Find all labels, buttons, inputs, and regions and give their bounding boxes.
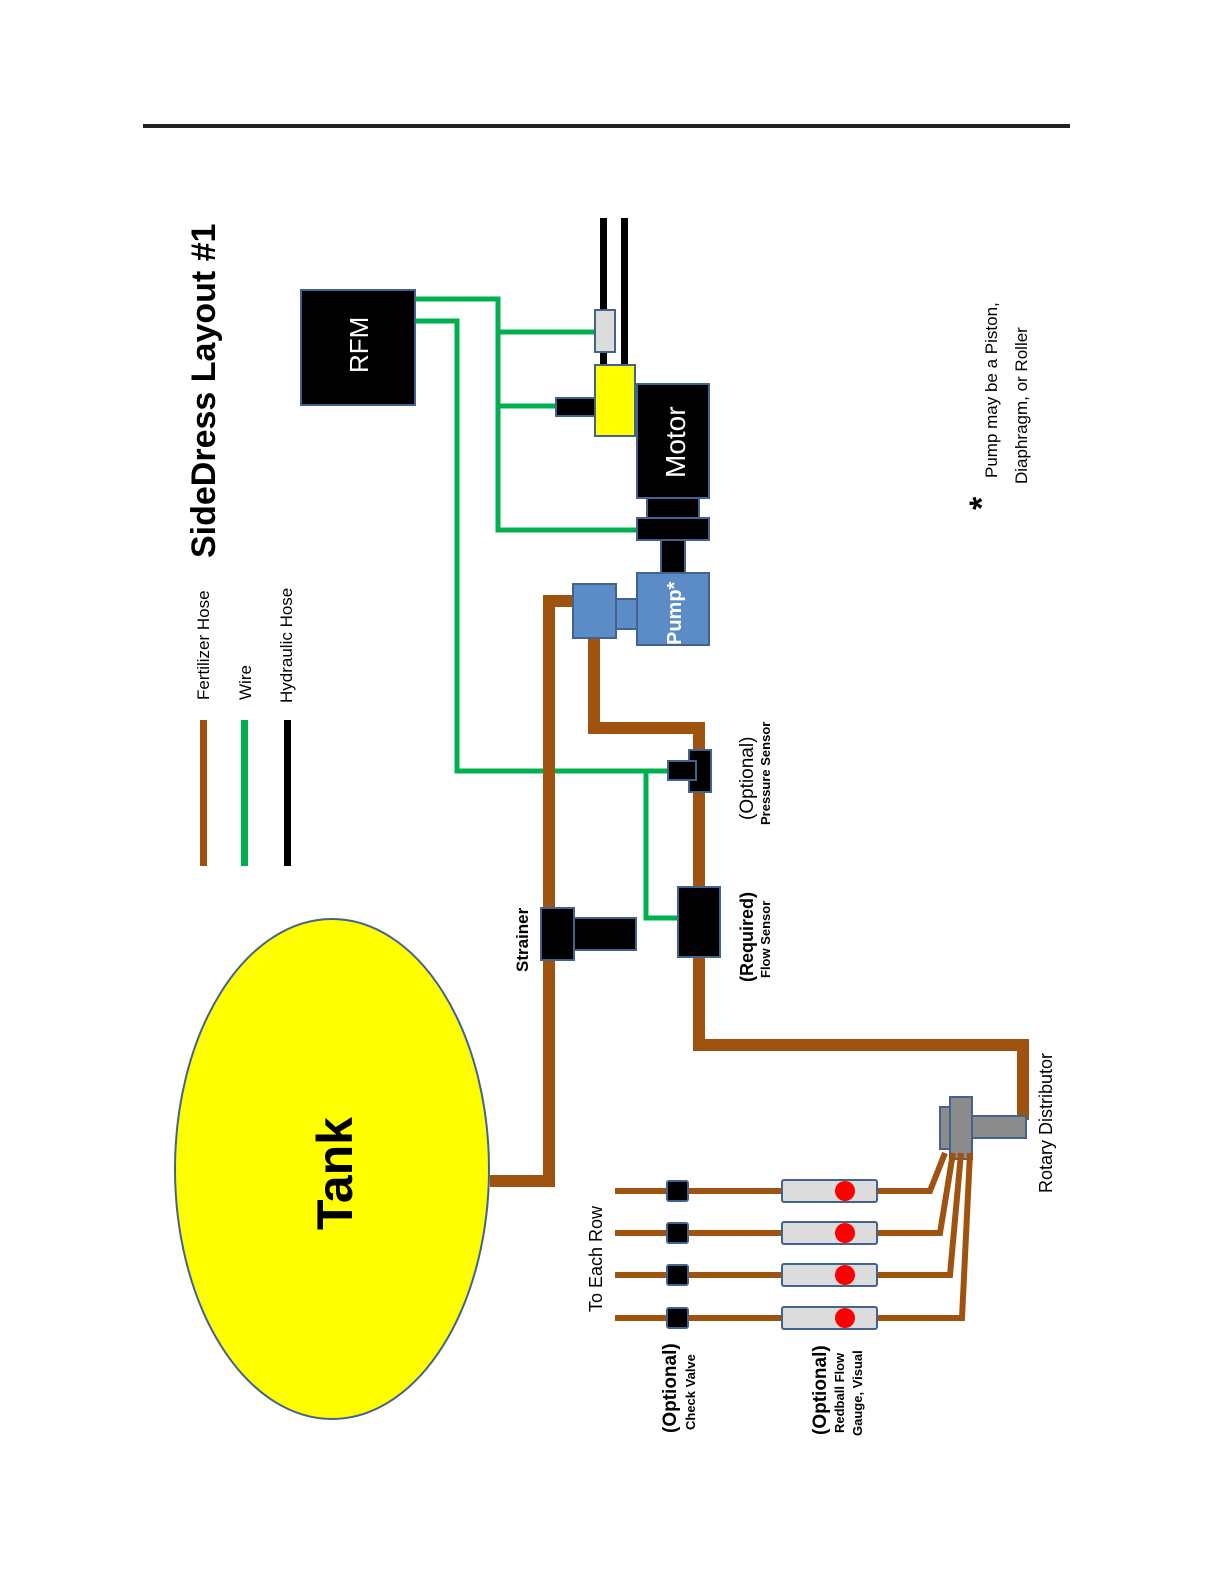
motor-box [636,383,710,499]
flow-sensor-qualifier: (Required) [737,892,757,982]
hydraulic-hose [600,218,607,368]
motor-shaft [660,539,686,574]
strainer: Strainer [513,907,637,972]
tank-shape [174,918,490,1420]
rfm-label: RFM [344,317,374,373]
motor-coupler [646,497,700,519]
pressure-sensor-name: Pressure Sensor [758,722,773,825]
flow-sensor-name: Flow Sensor [758,901,773,978]
hydraulic-valve [594,309,616,353]
distributor-inlet [969,1115,1027,1139]
footnote: * Pump may be a Piston, Diaphragm, or Ro… [963,302,1031,510]
check-valve [666,1222,689,1244]
row-hose [615,1152,964,1278]
hydraulic-hoses [600,218,628,368]
fertilizer-hoses [490,595,1029,1187]
footnote-line2: Diaphragm, or Roller [1012,327,1031,484]
redball-line1: Redball Flow [832,1352,847,1433]
legend-hydraulic-swatch [284,720,291,866]
solenoid-connector [555,397,597,417]
legend-wire-label: Wire [236,665,255,700]
wire-rfm-to-sensors [416,318,670,774]
wire-to-flow-sensor [643,771,680,921]
redball-indicator [835,1265,855,1285]
control-valve [594,364,636,437]
row-hose [615,1151,948,1194]
wires [416,296,680,921]
flow-sensor: (Required) Flow Sensor [677,886,773,982]
pressure-sensor: (Optional) Pressure Sensor [667,722,773,825]
pressure-sensor-connector [667,760,697,781]
footnote-line1: Pump may be a Piston, [982,302,1001,478]
legend-hydraulic-label: Hydraulic Hose [277,588,296,703]
flow-sensor-body [677,886,721,958]
pump-inlet-housing [572,583,617,639]
check-valve [666,1180,689,1202]
distributor-body [949,1096,973,1160]
pump-neck [615,598,638,630]
redball-line2: Gauge, Visual [850,1350,865,1436]
strainer-label: Strainer [513,907,532,972]
redball-gauge [781,1263,878,1287]
rfm-module: RFM [300,289,416,406]
row-hose [615,1152,973,1321]
legend-wire-swatch [241,720,248,866]
legend: Fertilizer Hose Wire Hydraulic Hose [194,588,296,866]
footnote-asterisk: * [963,496,1001,510]
pressure-sensor-qualifier: (Optional) [737,737,758,820]
row-outlets [615,1151,973,1330]
redball-gauge [781,1221,878,1245]
check-valve [666,1264,689,1286]
pump-label: Pump* [664,581,686,645]
pump-body [636,572,710,646]
tank: Tank [174,918,490,1420]
redball-gauge [781,1306,878,1330]
to-each-row-label: To Each Row [586,1205,606,1312]
redball-indicator [835,1223,855,1243]
wire-rfm-to-motor [416,296,640,533]
rfm-box [300,289,416,406]
check-valve-qualifier: (Optional) [660,1343,681,1433]
pump: Pump* [572,572,710,646]
strainer-body [540,907,575,961]
check-valve-name: Check Valve [683,1354,698,1430]
hydraulic-hose [621,218,628,368]
legend-fertilizer-swatch [200,720,207,866]
motor-label: Motor [660,406,691,478]
redball-qualifier: (Optional) [810,1345,831,1435]
speed-sensor [636,517,710,541]
hose-pump-to-distributor [588,635,1029,1120]
redball-indicator [835,1308,855,1328]
redball-gauge [781,1179,878,1203]
tank-label: Tank [307,1117,363,1230]
hose-tank-to-pump [490,595,575,1187]
diagram-title: SideDress Layout #1 [185,224,223,558]
rotary-distributor-label: Rotary Distributor [1036,1053,1056,1193]
row-hose [615,1152,956,1236]
top-rule [143,124,1070,128]
strainer-bowl [573,917,637,951]
check-valve [666,1307,689,1329]
motor: Motor [636,383,710,574]
legend-fertilizer-label: Fertilizer Hose [194,590,213,700]
rotary-distributor: Rotary Distributor [939,1053,1056,1193]
redball-indicator [835,1181,855,1201]
